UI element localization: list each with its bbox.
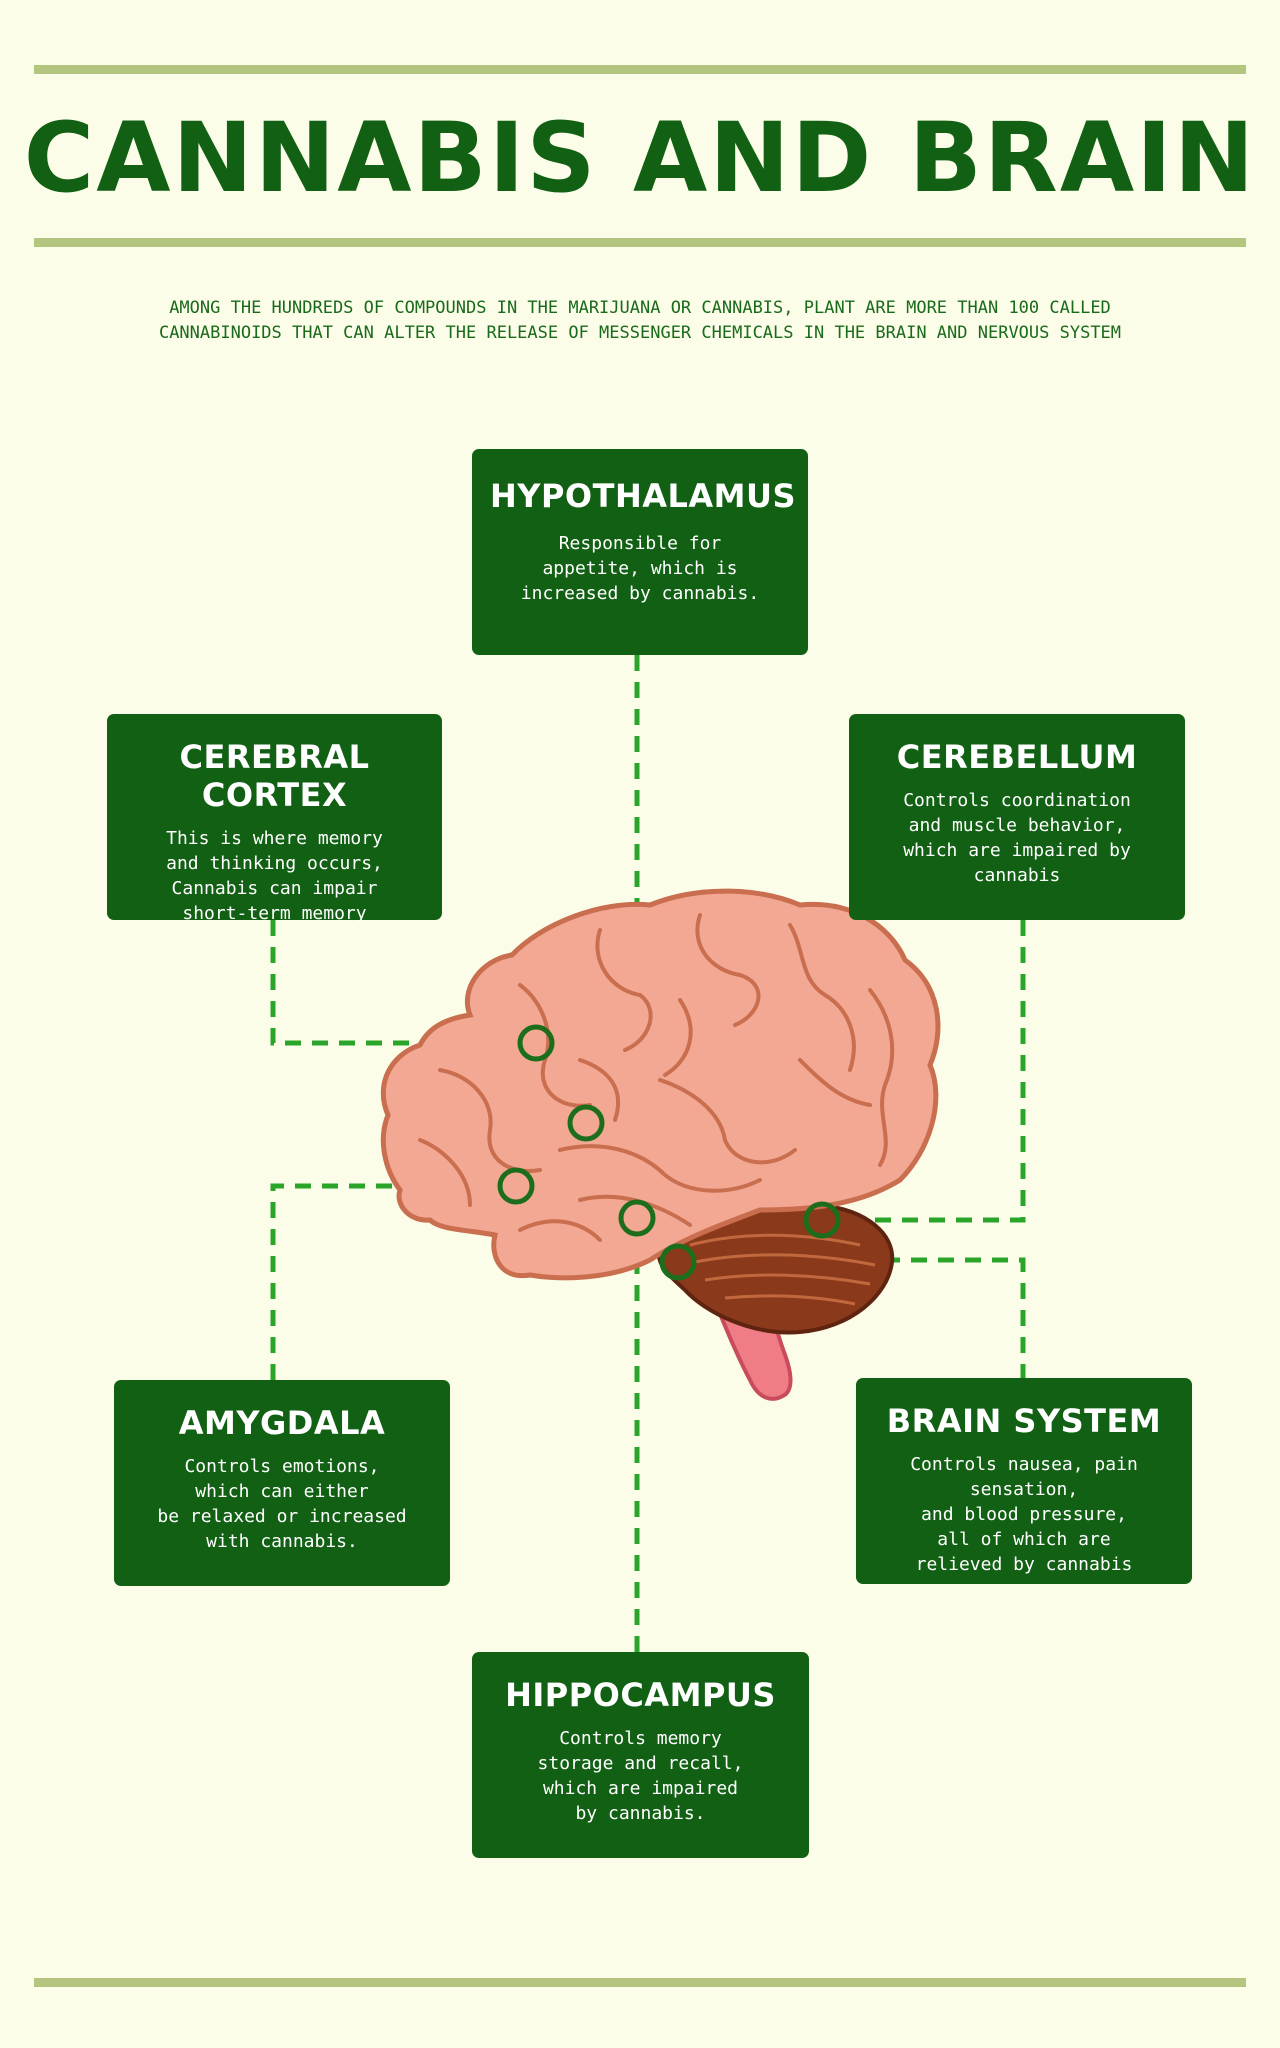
marker-brain-system bbox=[659, 1243, 697, 1281]
hypothalamus-card: HYPOTHALAMUS Responsible for appetite, w… bbox=[472, 449, 808, 655]
cerebellum-folds bbox=[689, 1233, 876, 1306]
marker-hypothalamus bbox=[567, 1104, 605, 1142]
cerebrum-gyri bbox=[418, 913, 895, 1242]
hippocampus-card: HIPPOCAMPUS Controls memory storage and … bbox=[472, 1652, 809, 1858]
amygdala-description: Controls emotions, which can either be r… bbox=[157, 1456, 407, 1552]
brain-system-title: BRAIN SYSTEM bbox=[886, 1402, 1162, 1440]
amygdala-title: AMYGDALA bbox=[178, 1404, 386, 1442]
connector-cerebral-cortex bbox=[270, 920, 520, 1046]
hippocampus-description: Controls memory storage and recall, whic… bbox=[537, 1728, 744, 1824]
marker-amygdala bbox=[497, 1167, 535, 1205]
cerebellum-card: CEREBELLUM Controls coordination and mus… bbox=[849, 714, 1185, 920]
marker-cerebellum bbox=[803, 1201, 841, 1239]
top-rule bbox=[34, 65, 1246, 74]
hypothalamus-description: Responsible for appetite, which is incre… bbox=[520, 533, 760, 604]
marker-cerebral-cortex bbox=[517, 1024, 555, 1062]
title-underline-rule bbox=[34, 238, 1246, 247]
cerebral-cortex-description: This is where memory and thinking occurs… bbox=[166, 828, 383, 924]
page-title: CANNABIS AND BRAIN bbox=[23, 102, 1257, 214]
hippocampus-title: HIPPOCAMPUS bbox=[505, 1676, 776, 1714]
connector-lines bbox=[270, 655, 1026, 1652]
brain-system-description: Controls nausea, pain sensation, and blo… bbox=[910, 1454, 1138, 1575]
bottom-rule bbox=[34, 1978, 1246, 1987]
amygdala-card: AMYGDALA Controls emotions, which can ei… bbox=[114, 1380, 450, 1586]
region-markers bbox=[497, 1024, 841, 1281]
intro-text: AMONG THE HUNDREDS OF COMPOUNDS IN THE M… bbox=[140, 296, 1140, 346]
intro-line-1: AMONG THE HUNDREDS OF COMPOUNDS IN THE M… bbox=[169, 298, 1111, 318]
cerebellum-description: Controls coordination and muscle behavio… bbox=[903, 790, 1131, 886]
brain-illustration bbox=[380, 888, 941, 1401]
cerebellum-title: CEREBELLUM bbox=[896, 738, 1138, 776]
intro-line-2: CANNABINOIDS THAT CAN ALTER THE RELEASE … bbox=[158, 323, 1122, 343]
connector-cerebellum bbox=[847, 920, 1026, 1223]
marker-hippocampus bbox=[618, 1199, 656, 1237]
hypothalamus-title: HYPOTHALAMUS bbox=[490, 477, 797, 515]
cerebral-cortex-title: CEREBRAL CORTEX bbox=[179, 738, 370, 814]
brain-system-card: BRAIN SYSTEM Controls nausea, pain sensa… bbox=[856, 1378, 1192, 1584]
cerebral-cortex-card: CEREBRAL CORTEX This is where memory and… bbox=[107, 714, 442, 924]
connector-amygdala bbox=[270, 1183, 500, 1380]
